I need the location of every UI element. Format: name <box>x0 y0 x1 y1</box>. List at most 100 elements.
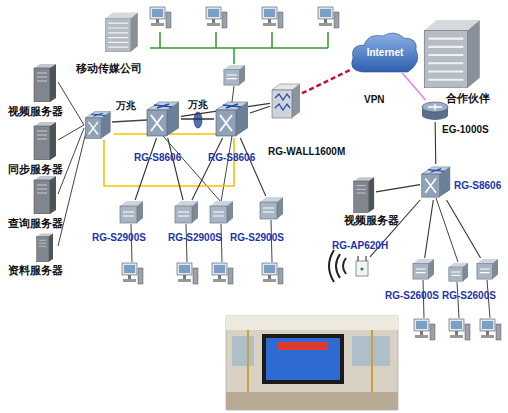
photo-frame <box>226 316 398 410</box>
ap-icon <box>356 256 368 276</box>
server-icon <box>37 234 54 263</box>
switch-icon <box>210 201 233 223</box>
wire <box>221 136 232 202</box>
network-link <box>250 106 270 113</box>
device-label: RG-S2900S <box>168 232 222 244</box>
device-label: Internet <box>352 33 418 73</box>
core-switch-icon <box>216 102 248 136</box>
network-link <box>192 138 223 200</box>
pc-icon <box>212 263 233 284</box>
device-label: 视频服务器 <box>8 105 63 117</box>
cloud-icon <box>352 33 418 72</box>
switch-icon <box>449 263 468 281</box>
wire <box>150 47 328 49</box>
device-label: 合作伙伴 <box>446 92 490 104</box>
arc <box>336 254 340 278</box>
photo-seats <box>226 392 398 410</box>
device-label: 同步服务器 <box>8 163 63 175</box>
building-icon <box>424 20 480 88</box>
firewall-node: RG-WALL1600M <box>270 82 302 120</box>
switch-icon <box>120 201 143 223</box>
server-node: 视频服务器 <box>350 175 376 213</box>
server-icon <box>354 177 374 212</box>
router-icon <box>422 102 448 120</box>
pc-icon <box>480 319 501 340</box>
access-switch-node: RG-S2600S <box>410 258 436 280</box>
pc-icon <box>122 263 143 284</box>
device-label: RG-AP620H <box>332 240 388 252</box>
wireless-arcs <box>329 250 346 282</box>
device-label: 视频服务器 <box>344 214 399 226</box>
firewall-icon <box>272 84 300 118</box>
device-label: RG-S2900S <box>92 232 146 244</box>
network-link <box>447 200 481 258</box>
pc-icon <box>262 7 283 28</box>
device-label: RG-S8606 <box>454 180 501 192</box>
wire <box>271 32 273 48</box>
access-switch-node: RG-S2600S <box>474 258 500 280</box>
access-switch-node: RG-S2900S <box>173 200 199 224</box>
bus-photo <box>226 316 398 410</box>
server-node: 同步服务器 <box>30 120 58 160</box>
green-bus <box>150 32 328 64</box>
switch-icon <box>85 112 110 139</box>
network-link <box>425 200 434 258</box>
router-node: EG-1000S <box>420 100 450 122</box>
network-link <box>135 138 156 200</box>
wire <box>215 32 217 48</box>
wire <box>327 32 329 48</box>
pc-icon <box>414 319 435 340</box>
wire <box>233 48 235 64</box>
photo-screen <box>262 334 344 384</box>
pc-icon <box>449 319 470 340</box>
arc <box>343 258 346 274</box>
pc-icon <box>262 263 283 284</box>
link-label: 万兆 <box>188 99 208 111</box>
device-label: RG-S2600S <box>442 290 496 302</box>
device-label: RG-S2600S <box>385 290 439 302</box>
access-switch-node: RG-S2900S <box>118 200 144 224</box>
server-node: 资料服务器 <box>30 232 58 262</box>
wire <box>58 128 84 194</box>
network-link <box>435 122 437 164</box>
arc <box>329 250 334 282</box>
device-label: EG-1000S <box>442 124 489 136</box>
switch-icon <box>477 259 498 279</box>
device-label: 查询服务器 <box>8 217 63 229</box>
network-link <box>302 69 352 93</box>
wire <box>232 86 234 102</box>
wire <box>112 120 147 122</box>
wire <box>159 32 161 48</box>
core-switch-node: RG-S8606 <box>214 100 250 138</box>
building-node: 合作伙伴 <box>420 16 482 88</box>
server-icon <box>34 64 56 102</box>
core-switch-icon <box>422 167 450 197</box>
device-label: RG-S8606 <box>134 152 181 164</box>
device-label: 资料服务器 <box>8 264 63 276</box>
server-node: 视频服务器 <box>30 62 58 102</box>
cloud-node: Internet <box>352 33 418 73</box>
device-label: RG-S2900S <box>230 232 284 244</box>
switch-icon <box>260 197 283 219</box>
network-link <box>168 138 183 200</box>
network-link <box>181 118 214 120</box>
server-icon <box>34 176 56 214</box>
switch-icon <box>413 259 434 279</box>
pc-icon <box>177 263 198 284</box>
pc-icon <box>206 7 227 28</box>
pc-icon <box>150 7 171 28</box>
photo-window <box>232 336 254 366</box>
network-link <box>402 73 425 100</box>
switch-icon <box>175 201 198 223</box>
core-switch-node: RG-S8606 <box>420 164 452 200</box>
server-icon <box>34 122 56 160</box>
server-wires <box>58 82 490 318</box>
access-point-node: RG-AP620H <box>354 255 370 277</box>
switch-icon <box>224 65 245 85</box>
building-icon <box>105 12 137 52</box>
access-switch-node: RG-S2900S <box>258 196 284 220</box>
network-link <box>376 185 420 192</box>
wire <box>58 82 84 125</box>
